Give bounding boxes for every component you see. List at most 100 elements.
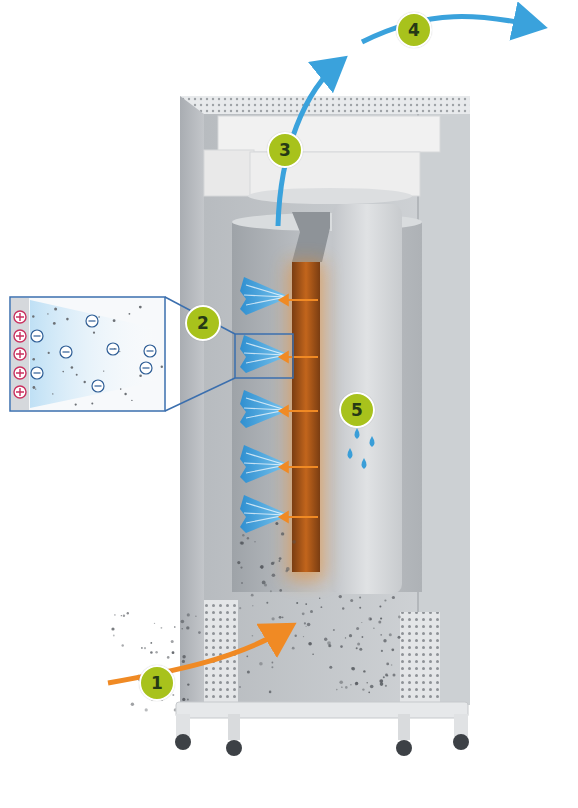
dust-particle — [35, 388, 36, 389]
dust-particle — [272, 662, 274, 664]
spray — [240, 390, 290, 428]
dust-particle — [279, 557, 282, 560]
rod-glow — [288, 262, 324, 580]
dust-particle — [356, 627, 359, 630]
dust-particle — [239, 686, 241, 688]
minus-sign — [110, 348, 117, 349]
dust-particle — [131, 703, 134, 706]
duct — [292, 212, 330, 262]
dust-particle — [195, 616, 196, 617]
spray-cone — [240, 445, 290, 483]
stand-frame — [176, 702, 468, 718]
dust-particle — [161, 627, 163, 629]
dust-particle — [239, 607, 241, 609]
dust-particle — [260, 565, 264, 569]
dust-particle — [113, 635, 115, 637]
dust-particle — [356, 647, 358, 649]
dust-particle — [385, 685, 387, 687]
dust-particle — [120, 388, 122, 390]
dust-particle — [292, 647, 295, 650]
dust-particle — [302, 612, 305, 615]
dust-particle — [362, 688, 364, 690]
cabinet — [180, 96, 470, 708]
dust-particle — [321, 606, 323, 608]
dust-particle — [246, 655, 248, 657]
dust-particle — [47, 313, 48, 314]
ionisation-chamber — [232, 204, 422, 594]
dust-particle — [240, 542, 243, 545]
dust-particle — [296, 602, 298, 604]
stand-leg — [176, 714, 190, 736]
dust-particle — [357, 642, 360, 645]
dust-particle — [359, 607, 361, 609]
callout-number: 2 — [185, 305, 221, 341]
dust-particle — [270, 590, 272, 592]
dust-particle — [363, 670, 365, 672]
dust-particle — [391, 648, 394, 651]
negative-charge — [107, 343, 119, 355]
back-panel — [198, 100, 470, 705]
dust-particle — [336, 689, 338, 691]
dust-particle — [93, 332, 95, 334]
spray-cone — [240, 277, 290, 315]
spray-streak — [244, 343, 286, 363]
dust-particle — [389, 633, 392, 636]
dust-particle — [187, 699, 189, 701]
spray — [240, 277, 290, 315]
dust-particle — [391, 664, 393, 666]
water-drops — [348, 428, 375, 469]
dust-particle — [383, 639, 386, 642]
dust-particle — [270, 624, 274, 628]
callout-number: 4 — [396, 12, 432, 48]
minus-sign — [143, 367, 150, 368]
dust-particle — [286, 567, 290, 571]
negative-charge — [144, 345, 156, 357]
inset-spray — [30, 300, 164, 408]
dust-particle — [91, 403, 93, 405]
dust-particle — [122, 644, 124, 646]
dust-particle — [182, 698, 185, 701]
negative-charges — [31, 306, 163, 406]
dust-particle — [310, 610, 313, 613]
spray-streak — [244, 503, 286, 523]
dust-particle — [198, 631, 201, 634]
minus-sign — [34, 335, 41, 336]
dust-particle — [141, 647, 143, 649]
dust-particle — [182, 655, 185, 658]
dust-particle — [155, 651, 157, 653]
stand-leg — [228, 714, 240, 740]
filter-block — [204, 150, 254, 196]
dust-particle — [329, 645, 331, 647]
dust-particle — [386, 663, 389, 666]
dust-particle — [145, 708, 148, 711]
charge-arrows — [280, 300, 318, 517]
detail-frame — [235, 334, 293, 378]
dust-particle — [98, 316, 100, 318]
dust-particle — [271, 666, 273, 668]
filter-rim — [248, 188, 412, 204]
dust-particle — [187, 613, 190, 616]
dust-particle — [367, 682, 368, 683]
dust-particle — [150, 651, 153, 654]
dust-particle — [324, 638, 327, 641]
dust-particle — [303, 636, 304, 637]
dust-particle — [351, 667, 354, 670]
wheel — [175, 734, 191, 750]
water-drop — [355, 428, 360, 439]
dust-particle — [62, 371, 64, 373]
dust-particle — [350, 599, 353, 602]
charge-arrow — [280, 356, 318, 358]
dust-particle — [186, 626, 189, 629]
dust-particle — [327, 641, 331, 645]
dust-particle — [275, 522, 278, 525]
dust-particle — [370, 685, 374, 689]
dust-particle — [237, 561, 240, 564]
dust-particle — [380, 617, 382, 619]
dust-particle — [342, 607, 344, 609]
dust-particle — [384, 599, 386, 601]
stand — [175, 702, 469, 756]
dust-particle — [124, 393, 126, 395]
dust-particle — [304, 622, 306, 624]
leader-line — [165, 378, 235, 411]
